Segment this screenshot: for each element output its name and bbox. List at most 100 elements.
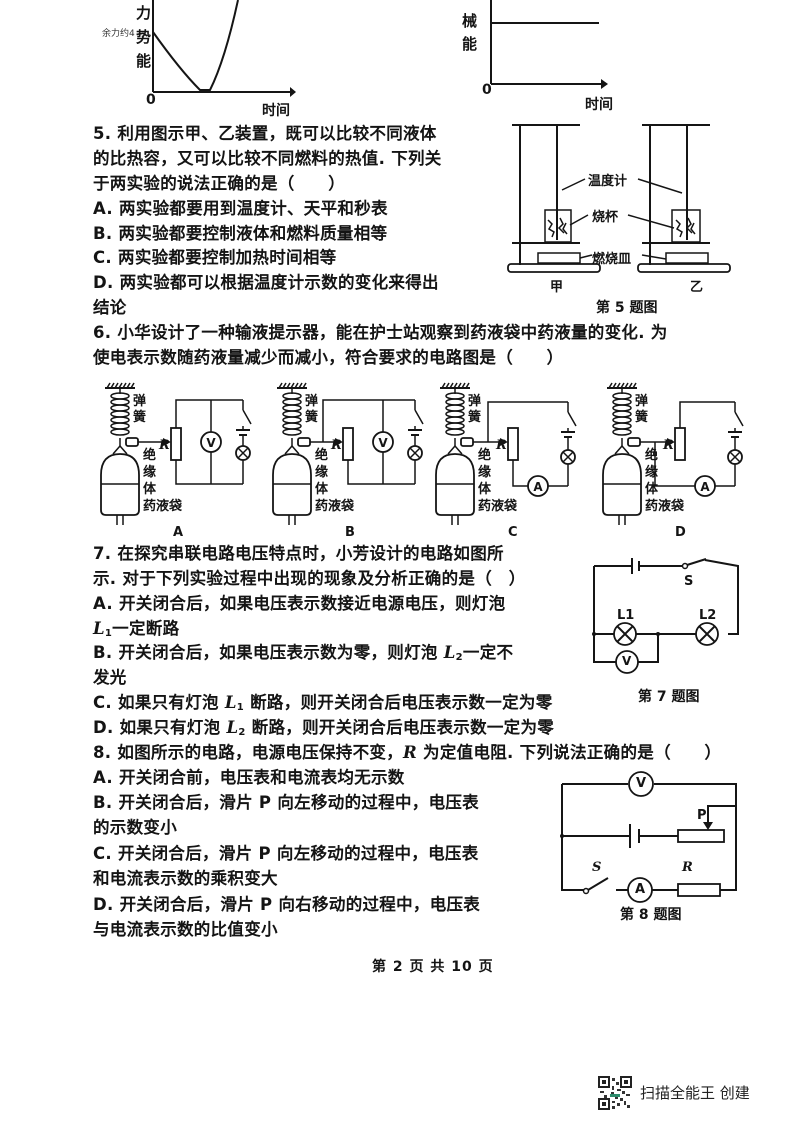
circuit-wire — [414, 400, 424, 484]
ceiling-hatch — [449, 382, 454, 389]
lamp2-label: L2 — [699, 608, 716, 623]
bag-hanger — [284, 445, 300, 455]
apparatus-diagram — [507, 124, 731, 273]
ceiling-hatch — [302, 382, 307, 389]
junction — [560, 834, 564, 838]
switch-label: S — [684, 574, 694, 589]
spring-coil — [282, 398, 302, 406]
ammeter-label: A — [635, 882, 646, 897]
ceiling-hatch — [290, 382, 295, 389]
spring-coil — [282, 404, 302, 412]
insulator-label: 体 — [143, 482, 157, 497]
circuit-wire — [175, 399, 243, 428]
spring-coil — [445, 428, 465, 436]
ceiling-hatch — [624, 382, 629, 389]
insulator-label: 体 — [315, 482, 329, 497]
option-c: C. 两实验都要控制加热时间相等 — [93, 248, 337, 267]
lamp-cross — [616, 625, 634, 643]
label-beaker: 烧杯 — [592, 210, 619, 225]
question-text-part: 为定值电阻. 下列说法正确的是（ ） — [417, 743, 722, 762]
option-d: D. 两实验都可以根据温度计示数的变化来得出 — [93, 273, 439, 292]
burner-dish — [537, 252, 581, 264]
bag-label: 药液袋 — [315, 499, 355, 514]
insulator-label: 绝 — [315, 448, 329, 463]
lamp-subscript: 2 — [455, 652, 463, 663]
circuit-wire — [487, 401, 568, 442]
ceiling-hatch — [298, 382, 303, 389]
circuit-wire — [561, 784, 584, 891]
spring-label: 簧 — [635, 410, 649, 425]
voltmeter — [615, 650, 639, 674]
resistor-symbol: R — [403, 743, 418, 762]
drip-tube — [116, 515, 124, 525]
option-text: 断路，则开关闭合后电压表示数一定为零 — [245, 718, 555, 737]
ceiling-hatch — [114, 382, 119, 389]
option-letter: C — [508, 525, 518, 540]
spring-label: 弹 — [305, 394, 319, 409]
variable-resistor — [342, 427, 354, 461]
question-text: 示. 对于下列实验过程中出现的现象及分析正确的是（ ） — [93, 569, 526, 588]
junction — [656, 632, 660, 636]
voltmeter-label: V — [636, 776, 647, 791]
beaker — [671, 209, 701, 243]
ceiling-hatch — [126, 382, 131, 389]
option-c: C. 如果只有灯泡 L1 断路，则开关闭合后电压表示数一定为零 — [93, 691, 553, 720]
insulator-label: 缘 — [645, 465, 659, 480]
voltmeter — [372, 431, 394, 453]
lamp1-label-text: L1 — [617, 608, 635, 623]
label-burner: 燃烧皿 — [592, 252, 632, 267]
spring-coil — [612, 398, 632, 406]
leader-line — [627, 214, 675, 229]
spring-coil — [612, 428, 632, 436]
slider-label: P — [697, 808, 707, 823]
slider-arrow — [335, 438, 343, 446]
figure-caption: 第 7 题图 — [638, 689, 700, 705]
option-text: D. 如果只有灯泡 — [93, 718, 227, 737]
junction — [592, 632, 596, 636]
spring-coil — [110, 398, 130, 406]
ylabel-char: 力 — [136, 4, 152, 22]
question-text: 使电表示数随药液量减少而减小，符合要求的电路图是（ ） — [93, 348, 564, 367]
insulator-label: 绝 — [645, 448, 659, 463]
scanner-text: 扫描全能王 创建 — [640, 1084, 750, 1102]
ceiling-hatch — [612, 382, 617, 389]
spring-coil — [445, 410, 465, 418]
insulator-label: 绝 — [143, 448, 157, 463]
switch-pivot — [582, 887, 590, 895]
option-letter: D — [675, 525, 686, 540]
rheostat — [677, 829, 725, 843]
variable-resistor — [507, 427, 519, 461]
ceiling-hatch — [465, 382, 470, 389]
insulator-label: 体 — [478, 482, 492, 497]
insulator-block — [460, 437, 474, 447]
lamp-cross — [409, 447, 421, 459]
mechanical-energy-graph — [490, 0, 608, 89]
spring-coil — [110, 404, 130, 412]
leader-line — [561, 178, 586, 191]
question-text: 7. 在探究串联电路电压特点时，小芳设计的电路如图所 — [93, 544, 504, 563]
option-a: A. 开关闭合前，电压表和电流表均无示数 — [93, 768, 405, 787]
label-thermometer: 温度计 — [588, 174, 628, 189]
base — [507, 263, 601, 273]
spring-coil — [612, 410, 632, 418]
infusion-circuit-diagram: V — [100, 382, 252, 525]
xlabel: 时间 — [585, 97, 613, 113]
xlabel: 时间 — [262, 103, 290, 119]
spring-coil — [282, 422, 302, 430]
spring-coil — [110, 410, 130, 418]
spring-coil — [445, 404, 465, 412]
option-a: A. 开关闭合后，如果电压表示数接近电源电压，则灯泡 — [93, 594, 506, 613]
circuit-wire — [593, 566, 696, 663]
option-text: C. 如果只有灯泡 — [93, 693, 225, 712]
ceiling-hatch — [608, 382, 613, 389]
potential-energy-curve — [152, 0, 239, 91]
ceiling-hatch — [278, 382, 283, 389]
option-a: A. 两实验都要用到温度计、天平和秒表 — [93, 199, 388, 218]
ylabel-char: 能 — [136, 52, 152, 70]
circuit-wire — [567, 402, 577, 486]
lamp2-label-text: L2 — [699, 608, 717, 623]
option-text: 一定不 — [462, 643, 514, 662]
option-c: C. 开关闭合后，滑片 P 向左移动的过程中，电压表 — [93, 844, 479, 863]
circuit-wire — [512, 460, 568, 487]
apparatus-jia — [507, 124, 601, 273]
